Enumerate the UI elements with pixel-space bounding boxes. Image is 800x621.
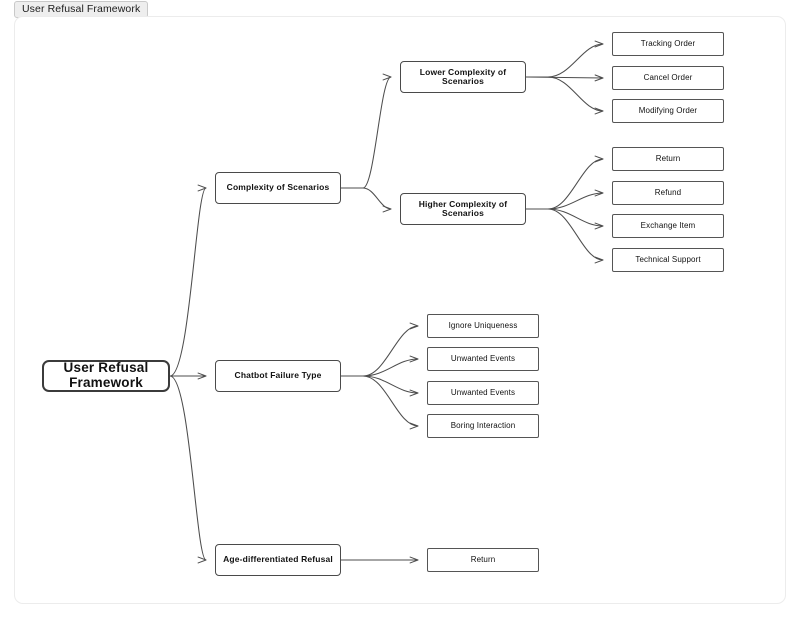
node-higher[interactable]: Higher Complexity of Scenarios (400, 193, 526, 225)
node-refund[interactable]: Refund (612, 181, 724, 205)
node-label-technical-support: Technical Support (635, 254, 701, 264)
node-cancel-order[interactable]: Cancel Order (612, 66, 724, 90)
node-boring-interaction[interactable]: Boring Interaction (427, 414, 539, 438)
node-label-unwanted-events-2: Unwanted Events (450, 387, 516, 397)
node-label-boring-interaction: Boring Interaction (450, 420, 516, 430)
node-ignore-uniqueness[interactable]: Ignore Uniqueness (427, 314, 539, 338)
node-modifying-order[interactable]: Modifying Order (612, 99, 724, 123)
node-label-cancel-order: Cancel Order (643, 72, 693, 82)
node-unwanted-events-2[interactable]: Unwanted Events (427, 381, 539, 405)
node-label-lower: Lower Complexity of Scenarios (419, 66, 507, 86)
node-return-1[interactable]: Return (612, 147, 724, 171)
node-label-ignore-uniqueness: Ignore Uniqueness (448, 320, 518, 330)
node-technical-support[interactable]: Technical Support (612, 248, 724, 272)
node-return-2[interactable]: Return (427, 548, 539, 572)
node-label-modifying-order: Modifying Order (638, 105, 698, 115)
node-complexity[interactable]: Complexity of Scenarios (215, 172, 341, 204)
node-label-return-2: Return (470, 554, 496, 564)
node-label-refund: Refund (654, 187, 682, 197)
node-label-chatbot: Chatbot Failure Type (234, 370, 322, 381)
node-label-exchange-item: Exchange Item (640, 220, 696, 230)
node-root[interactable]: User Refusal Framework (42, 360, 170, 392)
node-chatbot[interactable]: Chatbot Failure Type (215, 360, 341, 392)
node-agediff[interactable]: Age-differentiated Refusal (215, 544, 341, 576)
node-label-return-1: Return (655, 153, 681, 163)
node-label-complexity: Complexity of Scenarios (226, 182, 330, 193)
node-label-root: User Refusal Framework (63, 360, 149, 390)
node-lower[interactable]: Lower Complexity of Scenarios (400, 61, 526, 93)
node-label-higher: Higher Complexity of Scenarios (418, 198, 508, 218)
node-tracking-order[interactable]: Tracking Order (612, 32, 724, 56)
node-exchange-item[interactable]: Exchange Item (612, 214, 724, 238)
node-unwanted-events-1[interactable]: Unwanted Events (427, 347, 539, 371)
node-label-agediff: Age-differentiated Refusal (223, 554, 333, 565)
node-label-tracking-order: Tracking Order (640, 38, 696, 48)
node-label-unwanted-events-1: Unwanted Events (450, 353, 516, 363)
